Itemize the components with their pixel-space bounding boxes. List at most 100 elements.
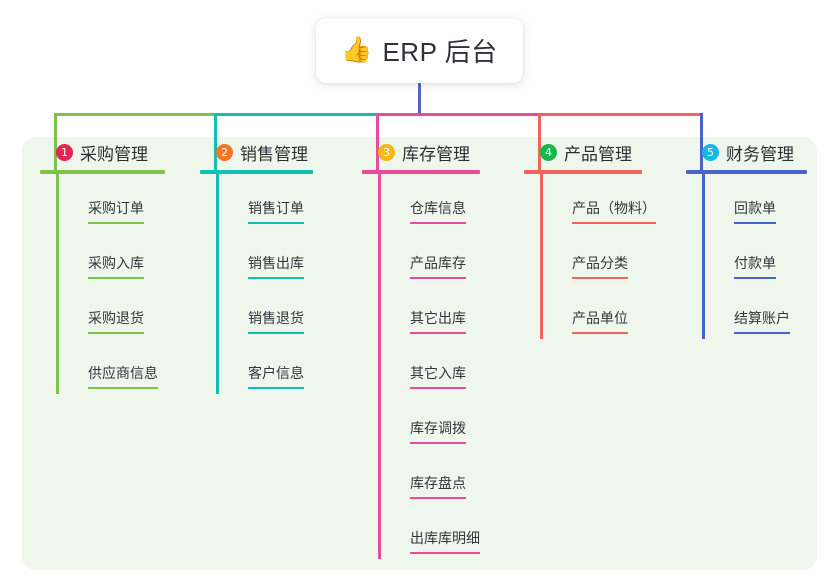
branch-title: 采购管理	[80, 144, 148, 164]
leaf-label: 付款单	[734, 255, 776, 271]
leaf-content: 采购入库	[78, 253, 158, 284]
branch-title: 财务管理	[726, 144, 794, 164]
branch-items-5: 回款单付款单结算账户	[686, 174, 807, 339]
list-item[interactable]: 采购入库	[56, 229, 172, 284]
branch-header-5[interactable]: 5 财务管理	[686, 137, 807, 167]
list-item[interactable]: 产品（物料）	[540, 174, 670, 229]
list-item[interactable]: 供应商信息	[56, 339, 172, 394]
leaf-underline	[88, 387, 158, 389]
leaf-content: 采购退货	[78, 308, 158, 339]
list-item[interactable]: 出库库明细	[378, 504, 494, 559]
branch-underline	[686, 170, 807, 174]
leaf-underline	[410, 497, 466, 499]
branch-underline	[524, 170, 642, 174]
leaf-label: 销售订单	[248, 200, 304, 216]
branch-index-badge: 3	[378, 143, 395, 161]
branch-underline	[200, 170, 313, 174]
leaf-underline	[572, 222, 656, 224]
list-item[interactable]: 销售出库	[216, 229, 318, 284]
list-item[interactable]: 其它入库	[378, 339, 494, 394]
leaf-label: 其它出库	[410, 310, 466, 326]
leaf-content: 付款单	[724, 253, 790, 284]
bus-segment	[214, 113, 379, 116]
leaf-label: 回款单	[734, 200, 776, 216]
leaf-label: 产品库存	[410, 255, 466, 271]
leaf-label: 结算账户	[734, 310, 790, 326]
leaf-content: 销售出库	[238, 253, 318, 284]
thumbs-up-icon: 👍	[341, 36, 373, 64]
leaf-underline	[248, 222, 304, 224]
branch-items-1: 采购订单采购入库采购退货供应商信息	[40, 174, 172, 394]
root-node[interactable]: 👍 ERP 后台	[316, 18, 523, 83]
leaf-underline	[572, 277, 628, 279]
list-item[interactable]: 库存调拨	[378, 394, 494, 449]
leaf-label: 销售退货	[248, 310, 304, 326]
leaf-label: 其它入库	[410, 365, 466, 381]
list-item[interactable]: 产品库存	[378, 229, 494, 284]
leaf-content: 采购订单	[78, 198, 158, 229]
branch-items-2: 销售订单销售出库销售退货客户信息	[200, 174, 318, 394]
list-item[interactable]: 采购退货	[56, 284, 172, 339]
leaf-underline	[410, 277, 466, 279]
leaf-underline	[248, 332, 304, 334]
list-item[interactable]: 仓库信息	[378, 174, 494, 229]
list-item[interactable]: 其它出库	[378, 284, 494, 339]
leaf-label: 采购退货	[88, 310, 144, 326]
leaf-underline	[88, 222, 144, 224]
list-item[interactable]: 回款单	[702, 174, 807, 229]
leaf-content: 产品库存	[400, 253, 480, 284]
leaf-content: 销售退货	[238, 308, 318, 339]
leaf-label: 库存盘点	[410, 475, 466, 491]
branch-items-3: 仓库信息产品库存其它出库其它入库库存调拨库存盘点出库库明细	[362, 174, 494, 559]
list-item[interactable]: 销售退货	[216, 284, 318, 339]
branch-index-badge: 5	[702, 143, 719, 161]
branch-connector-line	[376, 113, 379, 174]
branch-connector-line	[700, 113, 703, 174]
leaf-label: 采购入库	[88, 255, 144, 271]
leaf-underline	[410, 222, 466, 224]
list-item[interactable]: 采购订单	[56, 174, 172, 229]
leaf-content: 库存盘点	[400, 473, 480, 504]
list-item[interactable]: 客户信息	[216, 339, 318, 394]
leaf-content: 供应商信息	[78, 363, 172, 394]
branch-connector-line	[538, 113, 541, 174]
leaf-content: 客户信息	[238, 363, 318, 394]
leaf-label: 产品分类	[572, 255, 628, 271]
leaf-label: 产品单位	[572, 310, 628, 326]
bus-segment	[538, 113, 703, 116]
leaf-label: 库存调拨	[410, 420, 466, 436]
leaf-label: 产品（物料）	[572, 200, 656, 216]
list-item[interactable]: 产品单位	[540, 284, 670, 339]
list-item[interactable]: 销售订单	[216, 174, 318, 229]
branch-spine	[378, 174, 381, 559]
branch-spine	[56, 174, 59, 394]
leaf-underline	[248, 277, 304, 279]
branch-index-badge: 4	[540, 143, 557, 161]
leaf-underline	[410, 552, 480, 554]
list-item[interactable]: 付款单	[702, 229, 807, 284]
leaf-underline	[734, 277, 776, 279]
leaf-content: 其它入库	[400, 363, 480, 394]
leaf-content: 出库库明细	[400, 528, 494, 559]
list-item[interactable]: 结算账户	[702, 284, 807, 339]
leaf-content: 产品（物料）	[562, 198, 670, 229]
branch-index-badge: 2	[216, 143, 233, 161]
branch-column-5: 5 财务管理回款单付款单结算账户	[686, 137, 807, 339]
leaf-content: 产品单位	[562, 308, 642, 339]
list-item[interactable]: 库存盘点	[378, 449, 494, 504]
list-item[interactable]: 产品分类	[540, 229, 670, 284]
leaf-label: 客户信息	[248, 365, 304, 381]
leaf-label: 出库库明细	[410, 530, 480, 546]
leaf-underline	[88, 277, 144, 279]
bus-segment	[54, 113, 217, 116]
leaf-label: 采购订单	[88, 200, 144, 216]
leaf-underline	[410, 387, 466, 389]
